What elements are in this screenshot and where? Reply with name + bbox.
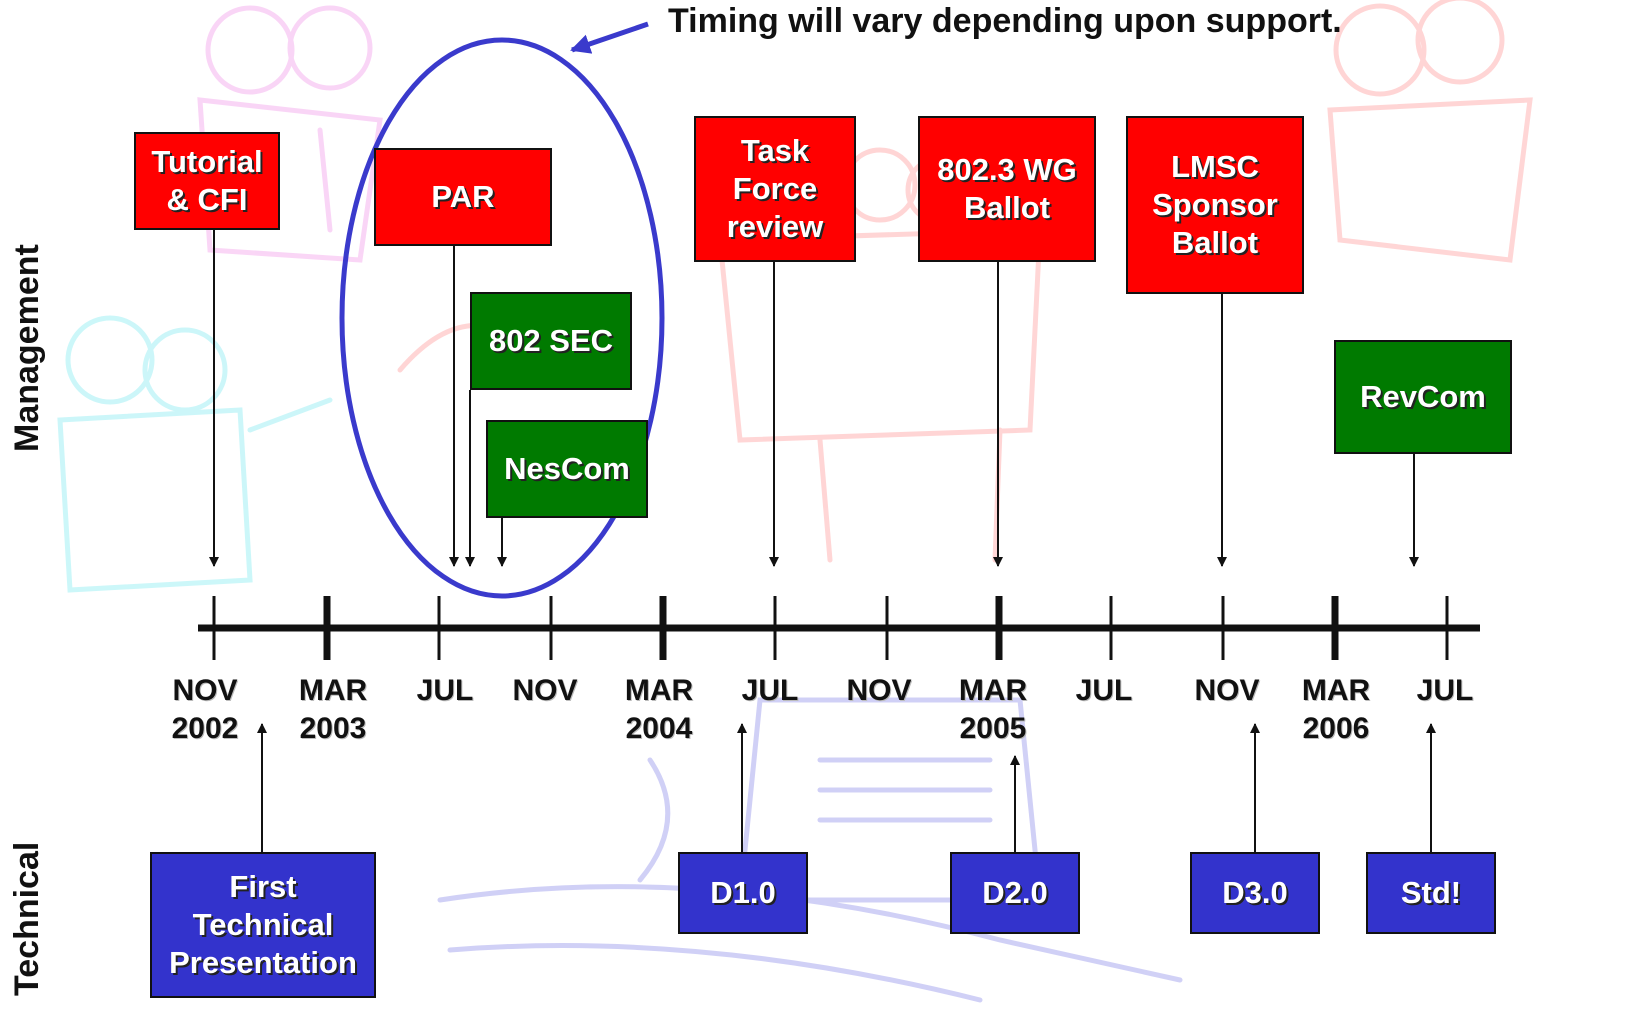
milestone-tutorial-cfi: Tutorial & CFI [134, 132, 280, 230]
milestone-connectors [209, 230, 1436, 852]
management-label: Management [8, 244, 46, 452]
timeline-ticks [212, 596, 1449, 660]
milestone-802-sec: 802 SEC [470, 292, 632, 390]
tick-label-nov-2002: NOV 2002 [171, 674, 239, 745]
milestone-par: PAR [374, 148, 552, 246]
milestone-lmsc-sponsor-ballot: LMSC Sponsor Ballot [1126, 116, 1304, 294]
tick-label-jul-2005: JUL [1075, 674, 1133, 707]
tick-label-mar-2003: MAR 2003 [298, 674, 368, 745]
tick-label-nov-2003: NOV [512, 674, 578, 707]
uncertainty-oval [339, 37, 665, 599]
milestone-revcom: RevCom [1334, 340, 1512, 454]
tick-label-jul-2006: JUL [1416, 674, 1474, 707]
tick-label-mar-2004: MAR 2004 [624, 674, 694, 745]
milestone-nescom: NesCom [486, 420, 648, 518]
tick-label-jul-2003: JUL [416, 674, 474, 707]
milestone-std: Std! [1366, 852, 1496, 934]
milestone-d1-0: D1.0 [678, 852, 808, 934]
tick-label-mar-2006: MAR 2006 [1301, 674, 1371, 745]
milestone-d3-0: D3.0 [1190, 852, 1320, 934]
tick-label-nov-2005: NOV [1194, 674, 1260, 707]
tick-label-mar-2005: MAR 2005 [958, 674, 1028, 745]
technical-label: Technical [8, 841, 46, 996]
note-pointer-arrow [570, 21, 649, 54]
tick-label-nov-2004: NOV [846, 674, 912, 707]
milestone-d2-0: D2.0 [950, 852, 1080, 934]
milestone-first-technical-presentation: First Technical Presentation [150, 852, 376, 998]
timing-note: Timing will vary depending upon support. [668, 2, 1342, 40]
milestone-task-force-review: Task Force review [694, 116, 856, 262]
milestone-wg-ballot: 802.3 WG Ballot [918, 116, 1096, 262]
tick-label-jul-2004: JUL [741, 674, 799, 707]
